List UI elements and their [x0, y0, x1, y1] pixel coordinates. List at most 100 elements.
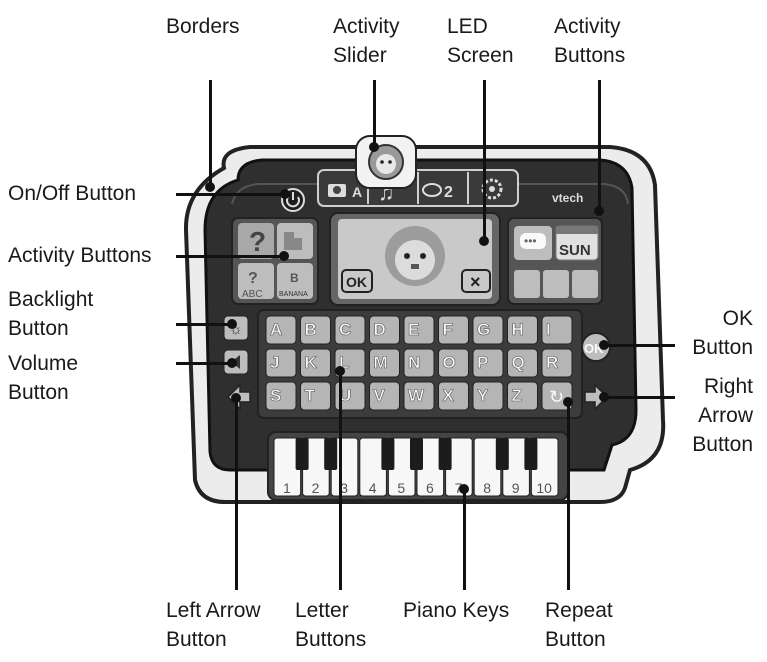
- letter-key-u[interactable]: [334, 381, 366, 411]
- activity-slider-knob[interactable]: [355, 135, 417, 189]
- label-activity-buttons-left: Activity Buttons: [8, 244, 152, 267]
- letter-key-label: S: [270, 386, 281, 405]
- piano-key-number: 2: [312, 480, 320, 496]
- leader-led-screen: [483, 80, 486, 240]
- pointer-dot: [280, 189, 290, 199]
- letter-key-f[interactable]: [438, 315, 469, 345]
- letter-key-label: O: [443, 353, 456, 372]
- piano-black-key[interactable]: [495, 438, 509, 470]
- letter-key-label: V: [374, 386, 386, 405]
- letter-key-c[interactable]: [334, 315, 366, 345]
- letter-key-w[interactable]: [403, 381, 435, 411]
- letter-key-p[interactable]: [472, 348, 504, 378]
- piano-key-number: 5: [397, 480, 405, 496]
- letter-key-x[interactable]: [438, 381, 469, 411]
- leader-repeat: [567, 402, 570, 590]
- letter-key-r[interactable]: [541, 348, 573, 378]
- balloons-button[interactable]: [572, 270, 598, 298]
- svg-text:BANANA: BANANA: [279, 291, 308, 298]
- piano-black-key[interactable]: [381, 438, 395, 470]
- leader-activity-buttons-left: [176, 255, 284, 258]
- leader-ok: [605, 344, 675, 347]
- leader-volume: [176, 362, 232, 365]
- number-cards-button[interactable]: [514, 270, 540, 298]
- letter-key-label: J: [270, 353, 279, 372]
- pointer-dot: [205, 182, 215, 192]
- piano-key-number: 4: [369, 480, 377, 496]
- pointer-dot: [599, 340, 609, 350]
- leader-piano-keys: [463, 488, 466, 590]
- piano-black-key[interactable]: [438, 438, 452, 470]
- letter-key-label: G: [477, 320, 490, 339]
- piano-key-number: 3: [340, 480, 348, 496]
- letter-key-b[interactable]: [300, 315, 331, 345]
- pointer-dot: [459, 484, 469, 494]
- pointer-dot: [279, 251, 289, 261]
- leader-right-arrow: [605, 396, 675, 399]
- letter-key-a[interactable]: [265, 315, 297, 345]
- letter-key-label: M: [374, 353, 388, 372]
- camera-icon: A: [328, 184, 362, 200]
- letter-key-z[interactable]: [507, 381, 538, 411]
- svg-text:?: ?: [249, 226, 266, 257]
- leader-left-arrow: [235, 398, 238, 590]
- letter-key-label: R: [546, 353, 558, 372]
- letter-key-label: T: [305, 386, 316, 405]
- abc-question-button[interactable]: [238, 263, 274, 299]
- piano-black-key[interactable]: [295, 438, 309, 470]
- letter-key-label: Y: [477, 386, 489, 405]
- pointer-dot: [335, 366, 345, 376]
- leader-activity-buttons-top: [598, 80, 601, 210]
- letter-key-v[interactable]: [369, 381, 400, 411]
- letter-key-label: B: [305, 320, 317, 339]
- question-mark-button[interactable]: [238, 223, 274, 259]
- letter-key-label: E: [408, 320, 419, 339]
- letter-key-i[interactable]: [541, 315, 573, 345]
- letter-key-h[interactable]: [507, 315, 538, 345]
- svg-text:SUN: SUN: [559, 242, 591, 259]
- pointer-dot: [227, 358, 237, 368]
- svg-text:?: ?: [248, 270, 258, 287]
- letter-key-e[interactable]: [403, 315, 435, 345]
- svg-text:×: ×: [470, 272, 481, 292]
- leader-letter-buttons: [339, 370, 342, 590]
- letter-key-label: K: [305, 353, 318, 372]
- letter-key-label: A: [270, 320, 282, 339]
- letter-key-s[interactable]: [265, 381, 297, 411]
- letter-key-k[interactable]: [300, 348, 331, 378]
- gear-icon: [481, 178, 503, 200]
- piano-black-key[interactable]: [524, 438, 538, 470]
- letter-key-label: Z: [512, 386, 522, 405]
- piano-black-key[interactable]: [324, 438, 338, 470]
- clock-button[interactable]: [543, 270, 569, 298]
- letter-key-m[interactable]: [369, 348, 400, 378]
- letter-key-label: P: [477, 353, 488, 372]
- label-on-off-button: On/Off Button: [8, 182, 137, 205]
- letter-key-j[interactable]: [265, 348, 297, 378]
- letter-key-n[interactable]: [403, 348, 435, 378]
- pointer-dot: [563, 397, 573, 407]
- piano-black-key[interactable]: [410, 438, 423, 470]
- brand-logo: vtech: [552, 191, 583, 205]
- right-arrow-button[interactable]: [584, 383, 609, 411]
- label-piano-keys: Piano Keys: [403, 599, 510, 622]
- letter-key-o[interactable]: [438, 348, 469, 378]
- letter-key-y[interactable]: [472, 381, 504, 411]
- banana-button[interactable]: [277, 263, 313, 299]
- letter-key-g[interactable]: [472, 315, 504, 345]
- svg-text:ABC: ABC: [242, 289, 263, 300]
- screen-close-icon: [461, 269, 491, 293]
- svg-text:A: A: [352, 184, 362, 200]
- svg-text:B: B: [290, 271, 299, 285]
- pointer-dot: [594, 206, 604, 216]
- letter-key-t[interactable]: [300, 381, 331, 411]
- letter-key-label: I: [546, 320, 551, 339]
- letter-key-d[interactable]: [369, 315, 400, 345]
- letter-key-label: W: [408, 386, 425, 405]
- letter-key-q[interactable]: [507, 348, 538, 378]
